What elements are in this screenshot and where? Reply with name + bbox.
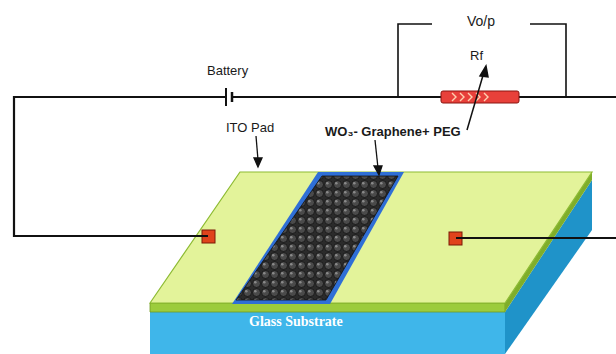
ito-pad-label: ITO Pad (226, 120, 274, 135)
circuit-wires (14, 97, 616, 238)
resistor-symbol (441, 91, 519, 103)
leader-arrows (254, 136, 382, 175)
glass-front (150, 312, 505, 354)
substrate-label: Glass Substrate (249, 314, 343, 329)
resistor-label: Rf (470, 48, 483, 63)
battery-symbol (226, 88, 232, 106)
film-label: WO₃- Graphene+ PEG (325, 124, 461, 139)
variable-arrow (467, 66, 488, 130)
battery-label: Battery (207, 63, 248, 78)
resistor-stripes (452, 93, 488, 101)
film-base (232, 172, 404, 304)
wo3-graphene-film (236, 176, 398, 300)
output-bracket (398, 24, 566, 97)
ito-front (150, 303, 505, 312)
output-voltage-label: Vo/p (467, 14, 495, 29)
